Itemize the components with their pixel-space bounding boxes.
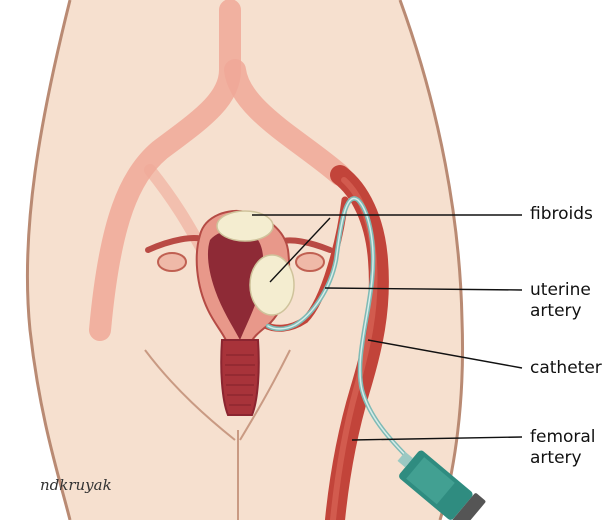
artist-signature: ndkruyak: [40, 476, 112, 494]
left-ovary: [158, 253, 186, 271]
fibroids-label: fibroids: [530, 204, 593, 225]
vagina: [221, 340, 259, 415]
uterine-artery-label: uterine artery: [530, 280, 600, 322]
catheter-label: catheter: [530, 358, 602, 379]
right-ovary: [296, 253, 324, 271]
femoral-artery-label: femoral artery: [530, 427, 600, 469]
